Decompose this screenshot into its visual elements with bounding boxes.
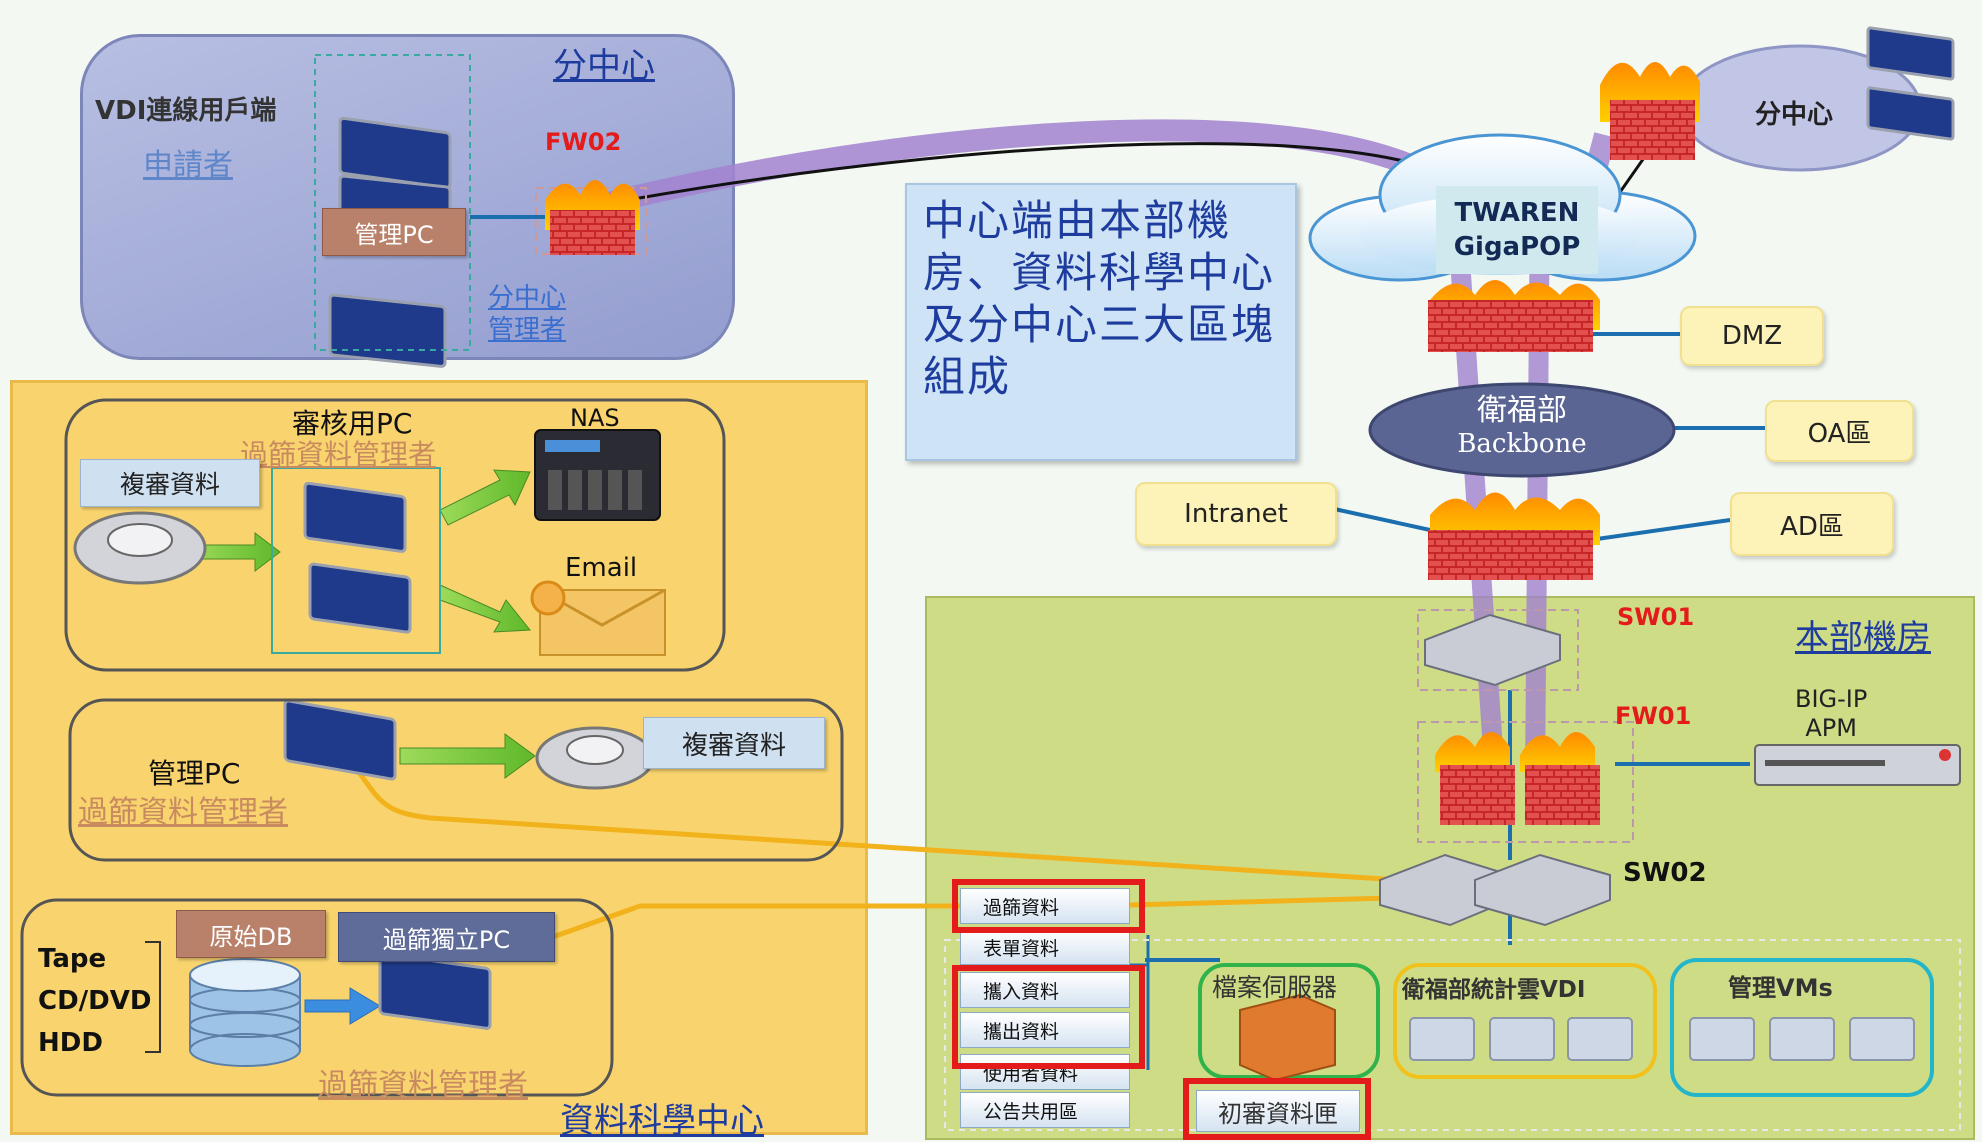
flow-arrows [189, 469, 536, 1025]
initial-review-box: 初審資料匣 [1196, 1090, 1360, 1132]
stat-vdi-label: 衛福部統計雲VDI [1402, 977, 1586, 1003]
review-filter-admin-label: 過篩資料管理者 [240, 438, 437, 471]
email-label: Email [565, 553, 638, 583]
review-data-label-1: 複審資料 [119, 470, 220, 499]
admin-pc-tag: 管理PC [322, 208, 466, 256]
vdi-client-label: VDI連線用戶端 [95, 96, 277, 126]
remote-branch-label: 分中心 [1755, 100, 1834, 130]
ad-zone-label: AD區 [1780, 511, 1844, 542]
oa-zone-label: OA區 [1807, 418, 1872, 449]
backbone-title: 衛福部 [1477, 393, 1567, 428]
switch-icons [1379, 609, 1611, 927]
file-server-label: 檔案伺服器 [1212, 973, 1338, 1002]
info-note-text: 中心端由本部機房、資料科學中心及分中心三大區塊組成 [923, 196, 1276, 401]
applicant-label: 申請者 [143, 148, 233, 183]
media-tape: Tape [38, 944, 107, 974]
bottom-filter-admin-label: 過篩資料管理者 [318, 1068, 528, 1103]
twaren-gigapop-label: TWAREN GigaPOP [1453, 198, 1581, 262]
vm-monitor-icons [1409, 1017, 1915, 1061]
media-list: Tape CD/DVD HDD [38, 938, 151, 1064]
email-envelope-icon [530, 580, 666, 656]
media-hdd: HDD [38, 1028, 103, 1058]
stack-item-form-data[interactable]: 表單資料 [960, 929, 1130, 965]
fw02-label: FW02 [545, 128, 622, 156]
database-icon [189, 958, 301, 1067]
intranet-box: Intranet [1135, 482, 1337, 546]
backbone-subtitle: Backbone [1457, 429, 1587, 459]
dmz-box: DMZ [1680, 306, 1824, 366]
branch-admin-label: 分中心 管理者 [488, 283, 567, 345]
oa-zone-box: OA區 [1765, 400, 1914, 462]
stack-item-label: 過篩資料 [983, 896, 1060, 919]
highlight-initial-review [1183, 1078, 1371, 1140]
raw-db-tag: 原始DB [176, 910, 326, 958]
standalone-pc-tag: 過篩獨立PC [338, 912, 555, 962]
highlight-import-export [952, 965, 1145, 1069]
intranet-label: Intranet [1184, 499, 1288, 529]
stack-item-label: 攜出資料 [983, 1020, 1060, 1043]
pc-icons [283, 26, 1955, 1030]
highlight-filtered-data [952, 879, 1145, 933]
bigip-apm-label: BIG-IP APM [1795, 685, 1868, 742]
twaren-gigapop-box: TWAREN GigaPOP [1436, 186, 1598, 274]
stack-item-filtered-data[interactable]: 過篩資料 [960, 888, 1130, 924]
sw02-label: SW02 [1623, 858, 1707, 888]
bigip-device-icon [1754, 744, 1961, 786]
backbone-label-group: 衛福部 Backbone [1400, 394, 1644, 460]
nas-device-icon [534, 429, 661, 521]
review-pc-label: 審核用PC [292, 407, 413, 440]
raw-db-label: 原始DB [209, 922, 293, 951]
hard-disk-icons [73, 511, 655, 790]
info-note-box: 中心端由本部機房、資料科學中心及分中心三大區塊組成 [905, 183, 1297, 461]
stack-item-label: 表單資料 [983, 937, 1060, 960]
stack-item-import-data[interactable]: 攜入資料 [960, 972, 1130, 1008]
stack-item-export-data[interactable]: 攜出資料 [960, 1012, 1130, 1048]
hq-datacenter-title: 本部機房 [1795, 618, 1931, 658]
fw01-label: FW01 [1615, 702, 1692, 730]
ad-zone-box: AD區 [1730, 492, 1894, 556]
review-data-label-2: 複審資料 [681, 730, 786, 761]
review-data-tag-1: 複審資料 [80, 459, 260, 507]
stack-item-label: 公告共用區 [983, 1100, 1079, 1123]
standalone-pc-label: 過篩獨立PC [382, 925, 511, 954]
branch-center-title: 分中心 [553, 46, 655, 86]
stack-item-user-data[interactable]: 使用者資料 [960, 1054, 1130, 1090]
stack-item-shared-area[interactable]: 公告共用區 [960, 1092, 1130, 1128]
firewall-icons [535, 62, 1700, 843]
nas-label: NAS [570, 404, 620, 432]
review-data-tag-2: 複審資料 [643, 717, 825, 769]
initial-review-label: 初審資料匣 [1218, 1099, 1338, 1128]
mgmt-vms-label: 管理VMs [1728, 974, 1833, 1002]
file-server-icon [1239, 993, 1336, 1082]
sw01-label: SW01 [1617, 603, 1695, 631]
mgmt-filter-admin-label: 過篩資料管理者 [78, 795, 288, 830]
stack-item-label: 攜入資料 [983, 980, 1060, 1003]
data-folder-stack: 過篩資料 表單資料 攜入資料 攜出資料 使用者資料 公告共用區 [960, 884, 1130, 1130]
data-science-center-title: 資料科學中心 [560, 1101, 764, 1141]
admin-pc-label: 管理PC [354, 220, 434, 249]
media-cd-dvd: CD/DVD [38, 986, 152, 1016]
dmz-label: DMZ [1721, 321, 1783, 351]
mgmt-pc-label: 管理PC [148, 757, 241, 790]
